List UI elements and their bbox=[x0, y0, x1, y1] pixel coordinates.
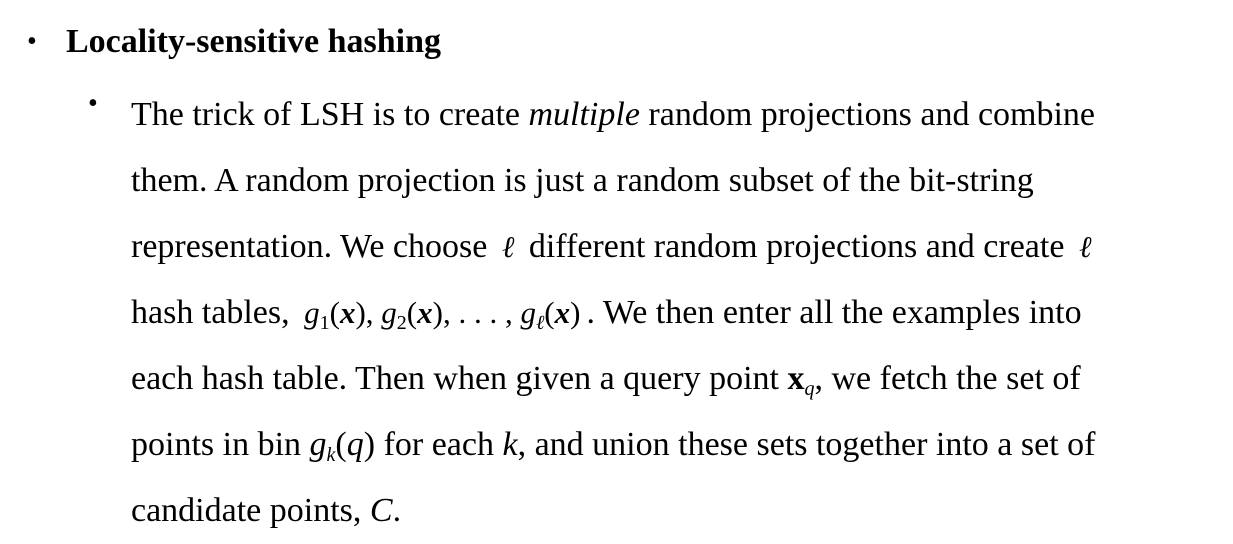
math-paren: ( bbox=[406, 295, 418, 330]
math-paren: ) bbox=[570, 295, 581, 330]
math-x: x bbox=[554, 295, 571, 330]
math-subscript: 2 bbox=[396, 312, 407, 334]
math-q: q bbox=[346, 426, 364, 463]
math-paren: ) bbox=[355, 295, 366, 330]
math-paren: ( bbox=[335, 426, 347, 463]
math-subscript: 1 bbox=[319, 312, 330, 334]
math-g: g bbox=[381, 295, 397, 330]
ell-symbol: ℓ bbox=[1078, 231, 1092, 264]
math-g: g bbox=[304, 295, 320, 330]
paragraph: The trick of LSH is to create multiple r… bbox=[131, 82, 1211, 544]
text-line-5: each hash table. Then when given a query… bbox=[131, 346, 1211, 412]
math-comma: , bbox=[442, 295, 459, 330]
text-run: . We then enter all the examples into bbox=[586, 294, 1082, 331]
math-x: x bbox=[339, 295, 356, 330]
text-run: candidate points, bbox=[131, 492, 370, 529]
math-g: g bbox=[520, 295, 536, 330]
math-dots: . . . , bbox=[458, 295, 521, 330]
text-run: points in bin bbox=[131, 426, 310, 463]
text-run: , we fetch the set of bbox=[814, 360, 1081, 397]
text-run: random projections and combine bbox=[639, 96, 1096, 133]
math-paren: ( bbox=[544, 295, 555, 330]
ell-symbol: ℓ bbox=[501, 231, 515, 264]
text-line-1: The trick of LSH is to create multiple r… bbox=[131, 82, 1211, 148]
math-paren: ) bbox=[432, 295, 443, 330]
math-xq: x bbox=[787, 360, 805, 397]
text-run: different random projections and create bbox=[520, 228, 1073, 265]
math-g: g bbox=[309, 426, 327, 463]
text-line-7: candidate points, C. bbox=[131, 478, 1211, 544]
math-k: k bbox=[502, 426, 518, 463]
text-line-3: representation. We choose ℓ different ra… bbox=[131, 214, 1211, 280]
bullet-icon: • bbox=[88, 88, 98, 119]
text-run: ) for each bbox=[363, 426, 503, 463]
math-x: x bbox=[417, 295, 433, 330]
section-title: Locality-sensitive hashing bbox=[66, 23, 441, 60]
text-run: , and union these sets together into a s… bbox=[517, 426, 1096, 463]
text-run: representation. We choose bbox=[131, 228, 496, 265]
math-comma: , bbox=[365, 295, 382, 330]
text-run: The trick of LSH is to create bbox=[131, 96, 529, 133]
text-line-2: them. A random projection is just a rand… bbox=[131, 148, 1211, 214]
math-subscript: ℓ bbox=[535, 312, 545, 334]
text-run: them. A random projection is just a rand… bbox=[131, 162, 1034, 199]
text-run: each hash table. Then when given a query… bbox=[131, 360, 788, 397]
text-run: . bbox=[392, 492, 402, 529]
emphasis-text: multiple bbox=[528, 96, 640, 133]
math-paren: ( bbox=[329, 295, 340, 330]
math-C: C bbox=[369, 492, 393, 529]
text-line-6: points in bin gk(q) for each k, and unio… bbox=[131, 412, 1211, 478]
text-line-4: hash tables, g1(x), g2(x), . . . , gℓ(x)… bbox=[131, 280, 1211, 346]
math-subscript: k bbox=[326, 444, 336, 466]
text-run: hash tables, bbox=[131, 294, 299, 331]
math-formula: g1(x), g2(x), . . . , gℓ(x) bbox=[298, 295, 586, 333]
math-subscript: q bbox=[804, 378, 815, 400]
bullet-icon: • bbox=[27, 26, 37, 57]
